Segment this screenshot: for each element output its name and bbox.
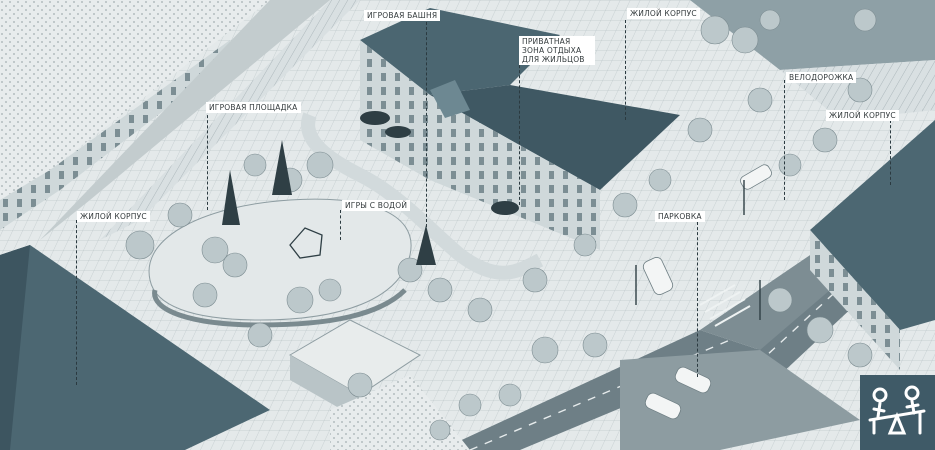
- leader-private-zone: [519, 60, 520, 205]
- label-residential-left: ЖИЛОЙ КОРПУС: [77, 211, 150, 222]
- trees: [125, 8, 877, 441]
- leader-bike-lane: [784, 80, 785, 200]
- label-residential-top: ЖИЛОЙ КОРПУС: [627, 8, 700, 19]
- umbrellas: [360, 111, 519, 215]
- crosswalk: [699, 284, 751, 327]
- street-lamps: [635, 180, 761, 320]
- label-bike-lane: ВЕЛОДОРОЖКА: [786, 72, 857, 83]
- facade-top-left: [0, 40, 230, 230]
- label-residential-right: ЖИЛОЙ КОРПУС: [826, 110, 899, 121]
- leader-water-games: [340, 210, 341, 240]
- seesaw-icon: [868, 385, 926, 435]
- roof-lower-left: [0, 245, 270, 450]
- label-water-games: ИГРЫ С ВОДОЙ: [342, 200, 411, 211]
- seesaw-logo: [860, 375, 935, 450]
- leader-parking: [697, 222, 698, 377]
- roof-right: [810, 120, 935, 330]
- leader-residential-top: [625, 20, 626, 120]
- label-playground: ИГРОВАЯ ПЛОЩАДКА: [206, 102, 301, 113]
- swing-frame: [289, 227, 323, 259]
- leader-residential-right: [890, 120, 891, 185]
- label-play-tower: ИГРОВАЯ БАШНЯ: [364, 10, 441, 21]
- roof-central: [360, 8, 560, 95]
- play-towers: [222, 140, 436, 265]
- leader-play-tower: [426, 22, 427, 227]
- leader-residential-left: [76, 220, 77, 385]
- label-parking: ПАРКОВКА: [655, 211, 705, 222]
- label-private-zone: ПРИВАТНАЯ ЗОНА ОТДЫХА ДЛЯ ЖИЛЬЦОВ: [519, 36, 595, 65]
- leader-playground: [207, 110, 208, 210]
- roof-top-left: [0, 0, 270, 200]
- cars: [642, 164, 772, 420]
- road-upper-left: [40, 0, 330, 240]
